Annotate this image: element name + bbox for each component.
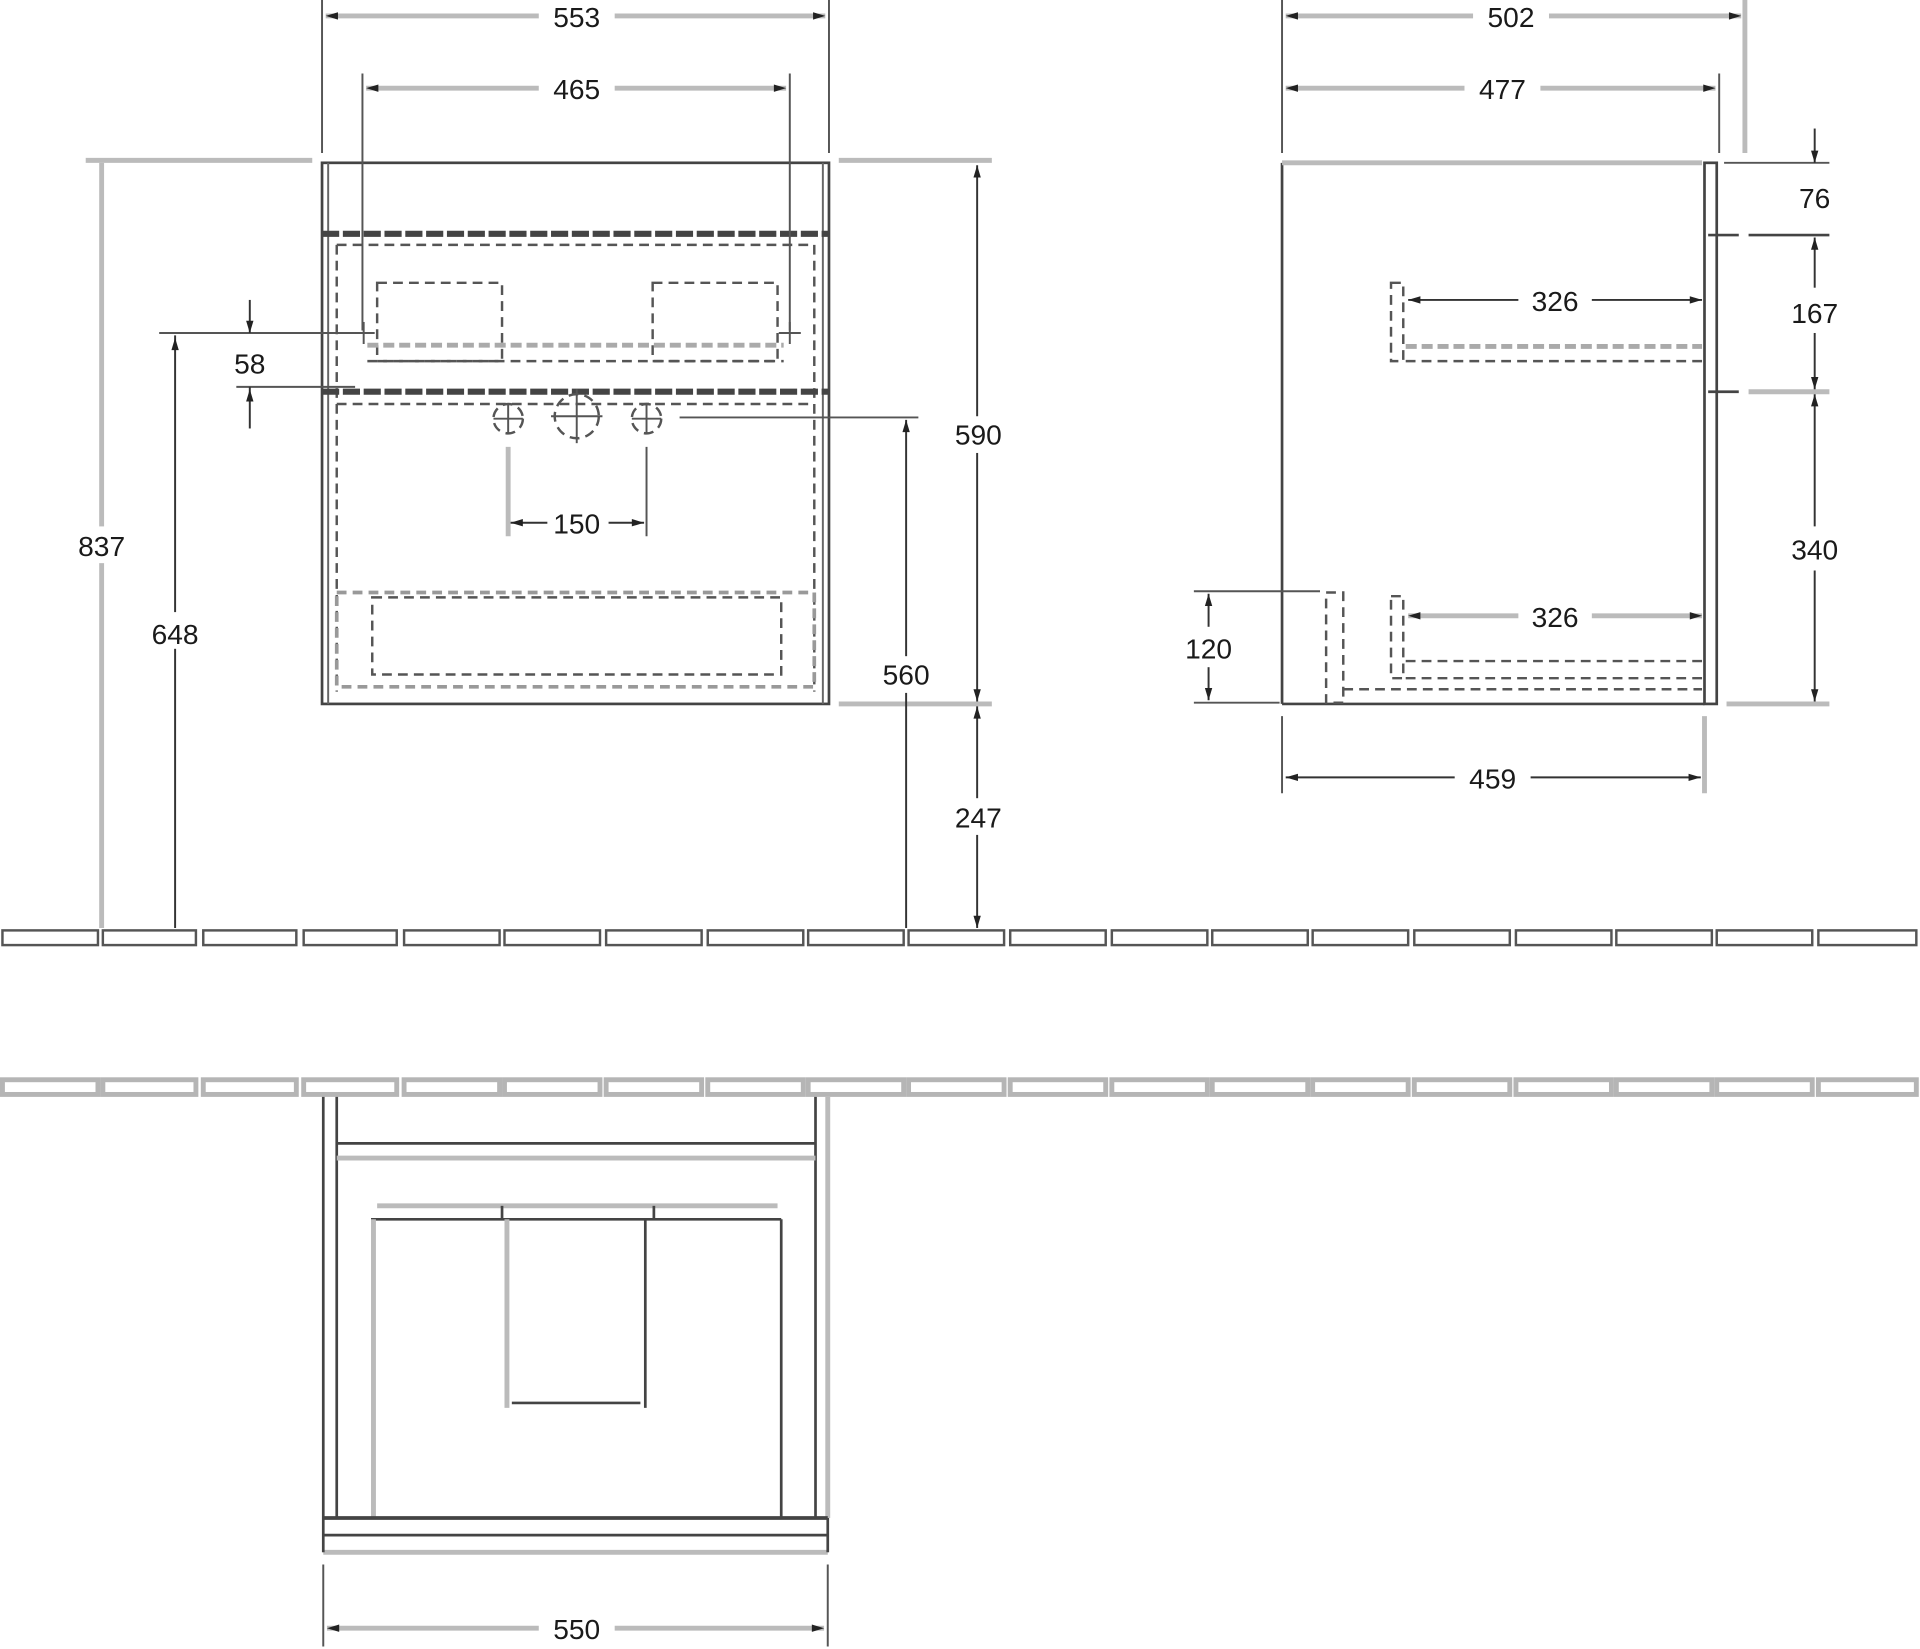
- dim-floor-clearance: 247: [955, 803, 1002, 834]
- dim-top-section: 76: [1799, 183, 1830, 214]
- plan-dimensions: 550: [322, 1564, 829, 1647]
- dim-base-depth: 459: [1469, 763, 1516, 794]
- dim-overall-height: 837: [78, 531, 125, 562]
- front-dimensions: 553 465 837 648 58 150: [71, 0, 1011, 928]
- dim-upper-drawer-depth: 326: [1532, 286, 1579, 317]
- front-view: [320, 161, 831, 706]
- tap-hole-icon: [630, 402, 663, 435]
- dim-body-height: 590: [955, 419, 1002, 450]
- dim-lower-drawer-depth: 326: [1532, 602, 1579, 633]
- dim-lower-section: 340: [1791, 534, 1838, 565]
- plan-view: [321, 1096, 831, 1555]
- dim-overall-depth: 502: [1488, 2, 1535, 33]
- floor-line-upper: [1, 929, 1918, 947]
- side-dimensions: 502 477 76 167 340 326: [1185, 0, 1838, 794]
- dim-plinth-height: 120: [1185, 634, 1232, 665]
- wall-line-lower: [0, 1077, 1919, 1097]
- dim-upper-drawer-gap: 167: [1791, 298, 1838, 329]
- dim-top-offset: 58: [234, 348, 265, 379]
- dim-plan-width: 550: [553, 1614, 600, 1645]
- dim-connection-height: 560: [883, 659, 930, 690]
- side-view: [1280, 160, 1739, 706]
- dim-overall-width: 553: [553, 2, 600, 33]
- dim-tap-spacing: 150: [553, 509, 600, 540]
- dim-inner-width: 465: [553, 74, 600, 105]
- tap-hole-icon: [492, 402, 525, 435]
- dim-drain-height: 648: [152, 619, 199, 650]
- dim-body-depth: 477: [1479, 74, 1526, 105]
- drain-hole-icon: [551, 389, 603, 444]
